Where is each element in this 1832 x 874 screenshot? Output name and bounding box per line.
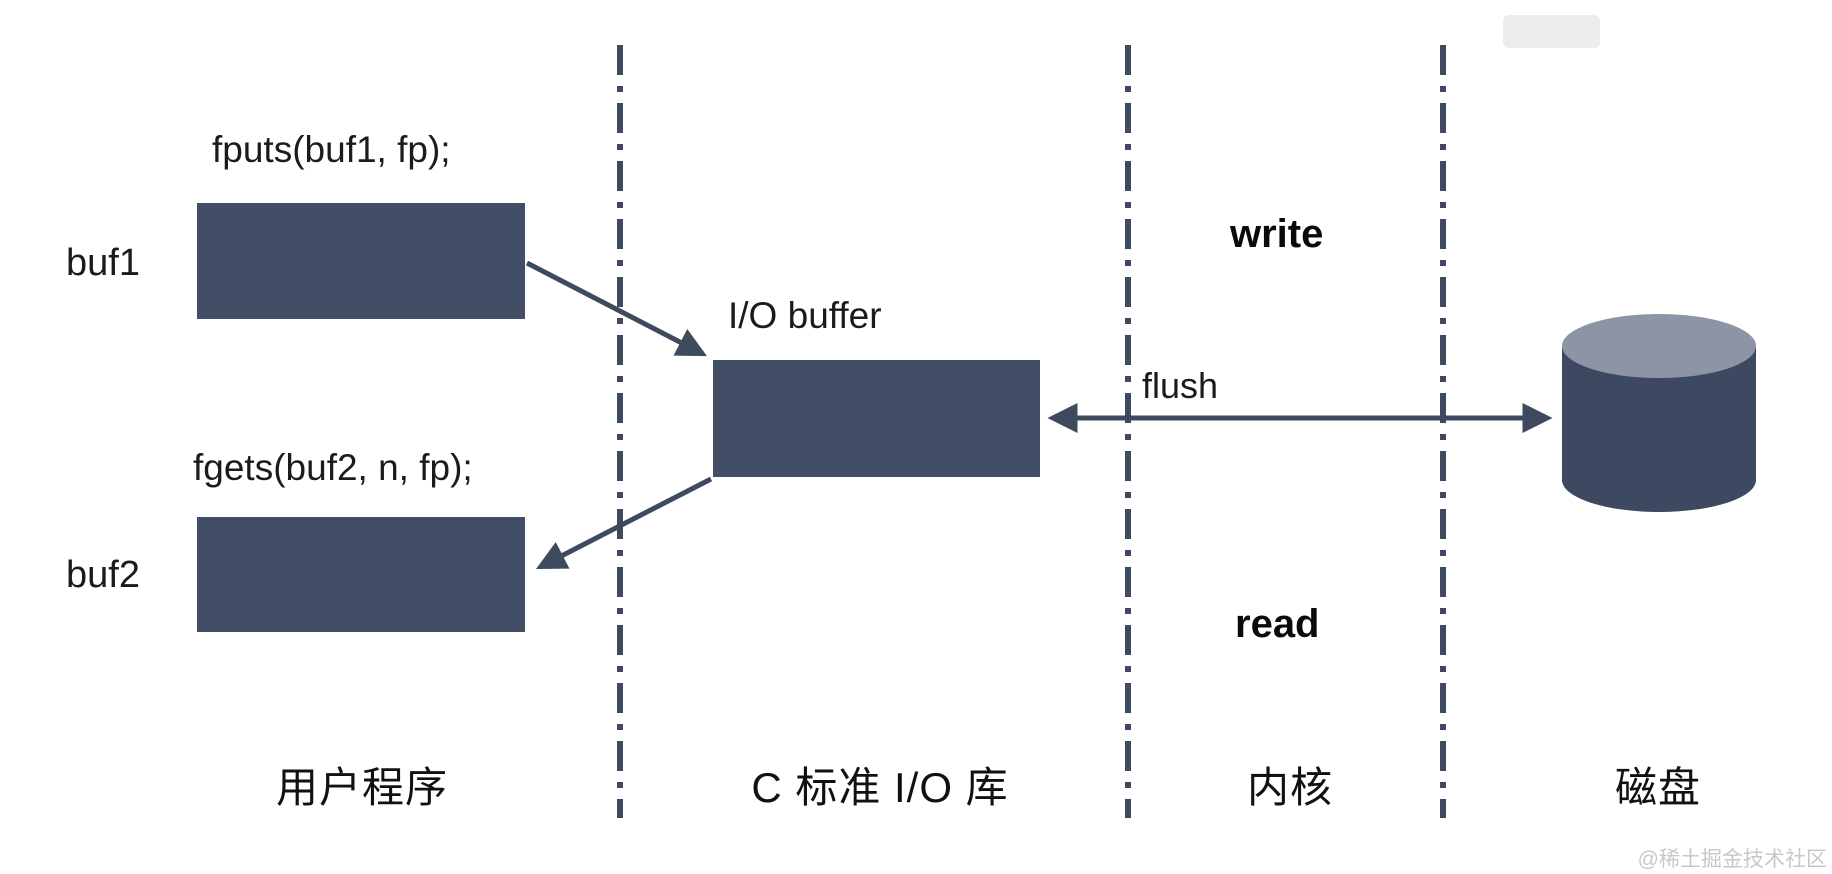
io-buffer-box	[713, 360, 1040, 477]
disk-icon	[1562, 314, 1756, 512]
flush-label: flush	[1142, 365, 1219, 406]
fgets-call-label: fgets(buf2, n, fp);	[193, 447, 473, 488]
buf1-label: buf1	[66, 242, 140, 284]
buf2-label: buf2	[66, 554, 140, 596]
fgets-arrow	[535, 476, 713, 570]
read-label: read	[1235, 602, 1320, 646]
column-label-user-program: 用户程序	[275, 764, 449, 811]
buf1-box	[197, 203, 525, 319]
divider-stdio-kernel	[1125, 45, 1131, 818]
buf2-box	[197, 517, 525, 632]
io-buffer-label: I/O buffer	[728, 295, 882, 336]
column-label-disk: 磁盘	[1614, 764, 1702, 811]
top-right-gray-box	[1503, 15, 1600, 48]
watermark: @稀土掘金技术社区	[1637, 848, 1827, 871]
fputs-call-label: fputs(buf1, fp);	[212, 129, 451, 170]
divider-user-stdio	[617, 45, 623, 818]
divider-kernel-disk	[1440, 45, 1446, 818]
column-label-c-stdio: C 标准 I/O 库	[751, 764, 1009, 811]
column-label-kernel: 内核	[1246, 764, 1334, 811]
write-label: write	[1230, 212, 1324, 256]
fputs-arrow	[525, 260, 707, 357]
